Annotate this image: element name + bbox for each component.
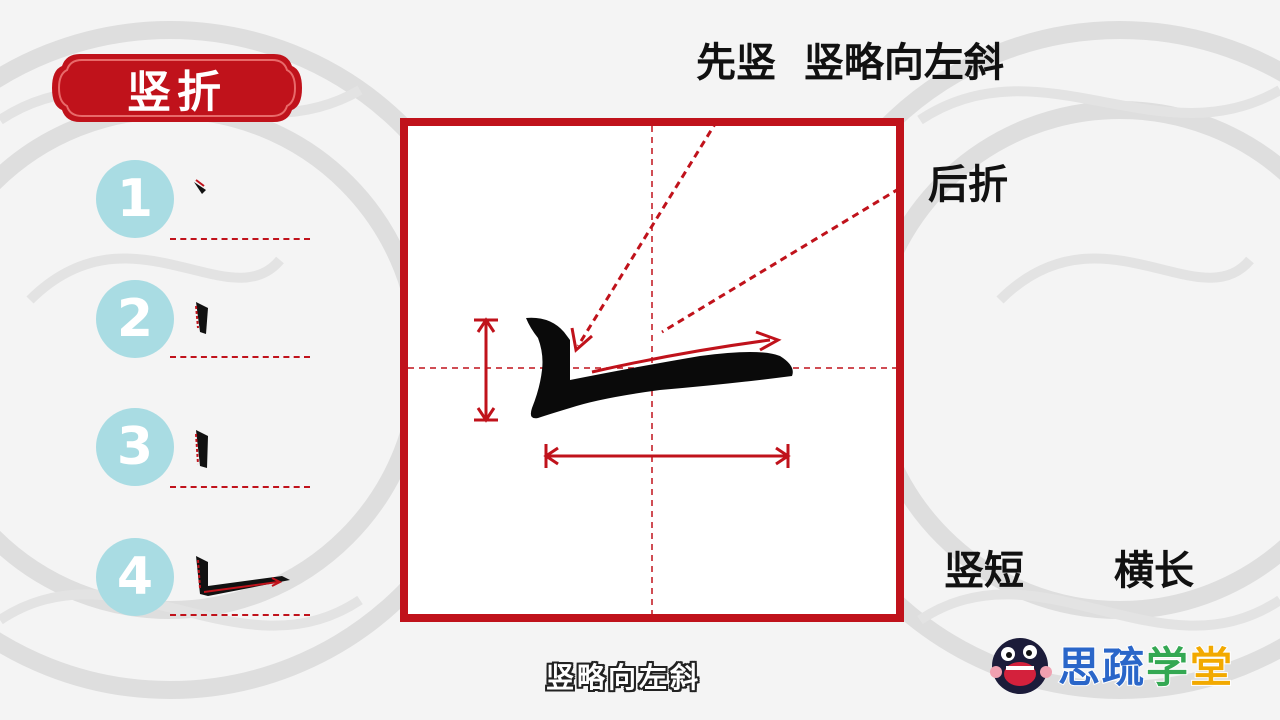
step-baseline: [170, 614, 310, 616]
caption-subtitle: 竖略向左斜: [546, 661, 702, 694]
page-title: 竖折: [127, 67, 227, 118]
stroke-stage-4-icon: [196, 556, 290, 596]
stroke-stage-3-icon: [195, 430, 208, 468]
step-number: 1: [96, 160, 174, 238]
label-first-vertical: 先竖: [696, 40, 776, 86]
label-vertical-short: 竖短: [944, 548, 1024, 594]
step-3: 3: [96, 408, 316, 528]
writing-grid: [400, 118, 904, 622]
badge-shape: [52, 54, 302, 122]
stroke-stage-2-icon: [195, 302, 208, 334]
arrowhead: [755, 330, 782, 352]
logo-char: 学: [1145, 642, 1191, 693]
logo-char: 思: [1057, 642, 1103, 693]
stroke-stage-1-icon: [194, 179, 206, 194]
pointer-line-turn: [661, 183, 904, 334]
step-2: 2: [96, 280, 316, 400]
step-baseline: [170, 238, 310, 240]
width-measure-arrow: [543, 444, 791, 468]
height-measure-arrow: [474, 317, 498, 423]
step-baseline: [170, 356, 310, 358]
pointer-line-vertical: [576, 118, 721, 347]
label-vertical-slant: 竖略向左斜: [803, 40, 1004, 86]
horizontal-direction-arrow: [591, 338, 771, 374]
label-horizontal-long: 横长: [1114, 548, 1194, 594]
step-number: 3: [96, 408, 174, 486]
step-number: 2: [96, 280, 174, 358]
mascot-icon: [990, 638, 1052, 694]
brand-logo: 思疏学堂: [986, 630, 1256, 700]
step-1: 1: [96, 160, 316, 280]
vertical-turn-stroke-glyph: [526, 317, 793, 419]
title-badge: 竖折: [52, 48, 302, 128]
label-then-turn: 后折: [928, 162, 1008, 208]
logo-text: 思疏学堂: [1057, 634, 1235, 695]
step-4: 4: [96, 538, 316, 658]
step-baseline: [170, 486, 310, 488]
logo-char: 堂: [1189, 642, 1235, 693]
annotation-top: 先竖 竖略向左斜: [696, 30, 1004, 88]
pointer-arrowhead: [570, 327, 593, 353]
logo-char: 疏: [1101, 642, 1147, 693]
step-number: 4: [96, 538, 174, 616]
